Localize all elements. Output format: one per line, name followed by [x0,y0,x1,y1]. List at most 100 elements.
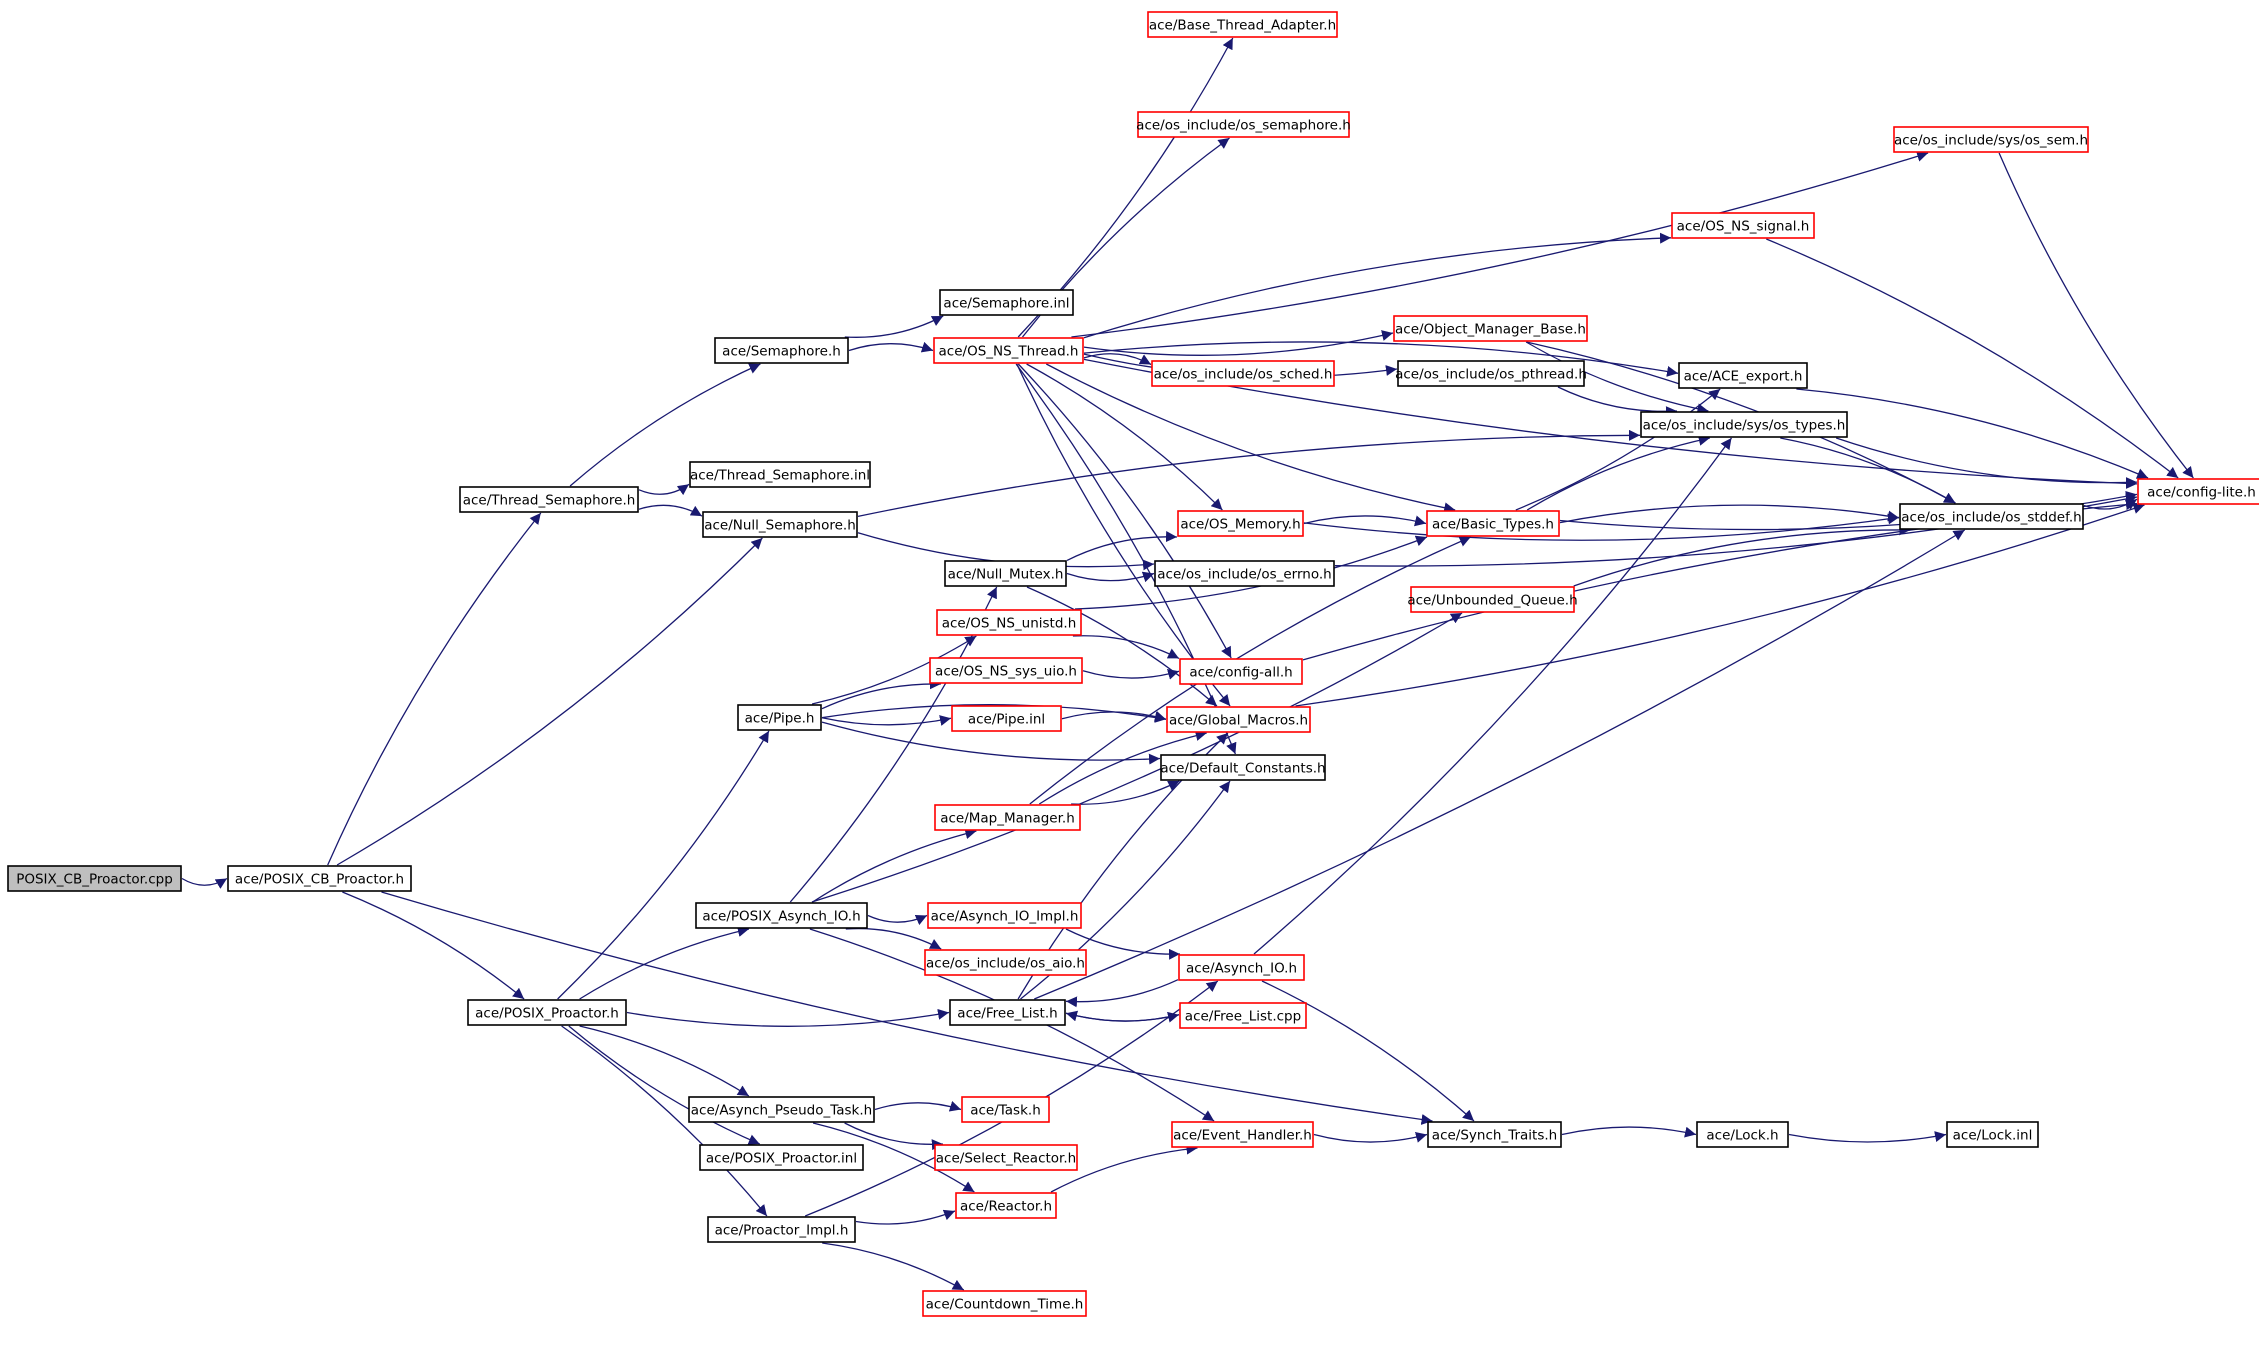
node-os-sem-h[interactable]: ace/os_include/sys/os_sem.h [1893,126,2089,153]
node-synch-traits-h[interactable]: ace/Synch_Traits.h [1427,1121,1562,1148]
node-label: ace/config-all.h [1189,665,1292,681]
node-basic-types-h[interactable]: ace/Basic_Types.h [1426,510,1560,537]
node-box [949,999,1066,1026]
node-posix-cb-proactor-h[interactable]: ace/POSIX_CB_Proactor.h [227,865,412,892]
node-free-list-cpp[interactable]: ace/Free_List.cpp [1179,1002,1307,1029]
node-select-reactor-h[interactable]: ace/Select_Reactor.h [934,1144,1078,1171]
edge-asynch_pseudo_task_h-to-select_reactor_h [844,1122,943,1151]
node-null-semaphore-h[interactable]: ace/Null_Semaphore.h [702,511,858,538]
node-base-thread-adapter-h[interactable]: ace/Base_Thread_Adapter.h [1147,11,1338,38]
edge-asynch_io_h-to-os_types_h [1253,437,1733,955]
node-box [1678,362,1808,389]
node-label: ace/Thread_Semaphore.inl [690,468,870,484]
node-label: ace/POSIX_Proactor.h [475,1006,619,1022]
node-os-ns-sys-uio-h[interactable]: ace/OS_NS_sys_uio.h [929,657,1083,684]
edge-path [855,1209,956,1225]
node-task-h[interactable]: ace/Task.h [961,1096,1050,1123]
node-os-memory-h[interactable]: ace/OS_Memory.h [1177,510,1304,537]
edge-basic_types_h-to-os_stddef_h [1559,504,1900,524]
node-os-types-h[interactable]: ace/os_include/sys/os_types.h [1640,411,1848,438]
edge-path [1034,529,1966,1000]
node-null-mutex-h[interactable]: ace/Null_Mutex.h [944,560,1067,587]
edge-posix_proactor_h-to-posix_asynch_io_h [579,926,750,1000]
edge-path [1526,434,1710,511]
node-label: ace/OS_NS_unistd.h [942,616,1077,632]
edge-os_sem_h-to-config_lite_h [1998,152,2194,479]
node-thread-semaphore-inl[interactable]: ace/Thread_Semaphore.inl [689,461,871,488]
node-proactor-impl-h[interactable]: ace/Proactor_Impl.h [707,1216,856,1243]
node-thread-semaphore-h[interactable]: ace/Thread_Semaphore.h [459,486,639,513]
node-box [924,949,1087,976]
edge-path [1559,504,1900,524]
edge-path [1045,363,1456,514]
node-box [1151,360,1335,387]
node-config-lite-h[interactable]: ace/config-lite.h [2137,478,2259,505]
node-os-pthread-h[interactable]: ace/os_include/os_pthread.h [1395,360,1587,387]
node-box [1178,954,1305,981]
node-box [939,289,1074,316]
edge-path [1065,1010,1180,1022]
node-asynch-io-h[interactable]: ace/Asynch_IO.h [1178,954,1305,981]
node-event-handler-h[interactable]: ace/Event_Handler.h [1171,1121,1314,1148]
edge-path [1253,437,1733,955]
node-countdown-time-h[interactable]: ace/Countdown_Time.h [922,1290,1087,1317]
edge-map_manager_h-to-default_constants_h [1071,780,1180,805]
node-semaphore-inl[interactable]: ace/Semaphore.inl [939,289,1074,316]
node-pipe-h[interactable]: ace/Pipe.h [737,704,822,731]
node-ace-export-h[interactable]: ace/ACE_export.h [1678,362,1808,389]
node-os-aio-h[interactable]: ace/os_include/os_aio.h [924,949,1087,976]
node-pipe-inl[interactable]: ace/Pipe.inl [951,705,1062,732]
node-os-sched-h[interactable]: ace/os_include/os_sched.h [1151,360,1335,387]
edge-map_manager_h-to-basic_types_h [1029,536,1471,805]
node-box [1177,510,1304,537]
node-label: ace/Free_List.h [957,1006,1057,1022]
node-label: ace/Proactor_Impl.h [715,1223,849,1239]
node-os-stddef-h[interactable]: ace/os_include/os_stddef.h [1899,503,2084,530]
node-label: ace/Default_Constants.h [1160,761,1325,777]
node-semaphore-h[interactable]: ace/Semaphore.h [714,337,849,364]
node-asynch-io-impl-h[interactable]: ace/Asynch_IO_Impl.h [927,902,1082,929]
node-os-ns-signal-h[interactable]: ace/OS_NS_signal.h [1671,212,1815,239]
edge-path [557,730,770,1000]
edge-path [1780,437,1956,504]
node-lock-h[interactable]: ace/Lock.h [1696,1121,1789,1148]
edge-synch_traits_h-to-lock_h [1561,1126,1697,1138]
node-unbounded-queue-h[interactable]: ace/Unbounded_Queue.h [1407,586,1578,613]
node-os-ns-thread-h[interactable]: ace/OS_NS_Thread.h [933,337,1084,364]
node-os-semaphore-h[interactable]: ace/os_include/os_semaphore.h [1136,111,1351,138]
edge-path [1029,536,1471,805]
node-box [459,486,639,513]
node-box [1946,1121,2039,1148]
node-posix-proactor-h[interactable]: ace/POSIX_Proactor.h [467,999,627,1026]
edge-pipe_h-to-default_constants_h [821,721,1161,765]
node-os-errno-h[interactable]: ace/os_include/os_errno.h [1154,560,1335,587]
edge-path [1050,1143,1198,1193]
edge-os_ns_thread_h-to-default_constants_h [1015,363,1237,755]
node-global-macros-h[interactable]: ace/Global_Macros.h [1166,706,1311,733]
edge-pipe_h-to-os_ns_sys_uio_h [821,678,941,710]
node-object-manager-base-h[interactable]: ace/Object_Manager_Base.h [1393,315,1588,342]
node-reactor-h[interactable]: ace/Reactor.h [955,1192,1057,1219]
edge-path [857,429,1641,518]
edge-asynch_io_h-to-free_list_h [1065,979,1179,1008]
node-asynch-pseudo-task-h[interactable]: ace/Asynch_Pseudo_Task.h [688,1096,875,1123]
edge-path [381,891,1433,1125]
edge-os_ns_thread_h-to-basic_types_h [1045,363,1456,514]
node-box [1640,411,1848,438]
edge-os_ns_thread_h-to-ace_export_h [1083,341,1679,377]
node-os-ns-unistd-h[interactable]: ace/OS_NS_unistd.h [936,609,1082,636]
node-config-all-h[interactable]: ace/config-all.h [1179,658,1303,685]
node-map-manager-h[interactable]: ace/Map_Manager.h [934,804,1081,831]
edge-path [1525,341,1709,415]
node-label: ace/Thread_Semaphore.h [463,493,636,509]
edge-path [1061,710,1167,722]
edge-posix_proactor_h-to-posix_proactor_inl [568,1025,760,1145]
node-free-list-h[interactable]: ace/Free_List.h [949,999,1066,1026]
node-box [737,704,822,731]
node-label: ace/os_include/os_sched.h [1154,367,1333,383]
node-lock-inl[interactable]: ace/Lock.inl [1946,1121,2039,1148]
node-default-constants-h[interactable]: ace/Default_Constants.h [1160,754,1326,781]
edge-event_handler_h-to-synch_traits_h [1313,1132,1428,1143]
node-posix-asynch-io-h[interactable]: ace/POSIX_Asynch_IO.h [695,902,868,929]
node-posix-proactor-inl[interactable]: ace/POSIX_Proactor.inl [699,1144,864,1171]
